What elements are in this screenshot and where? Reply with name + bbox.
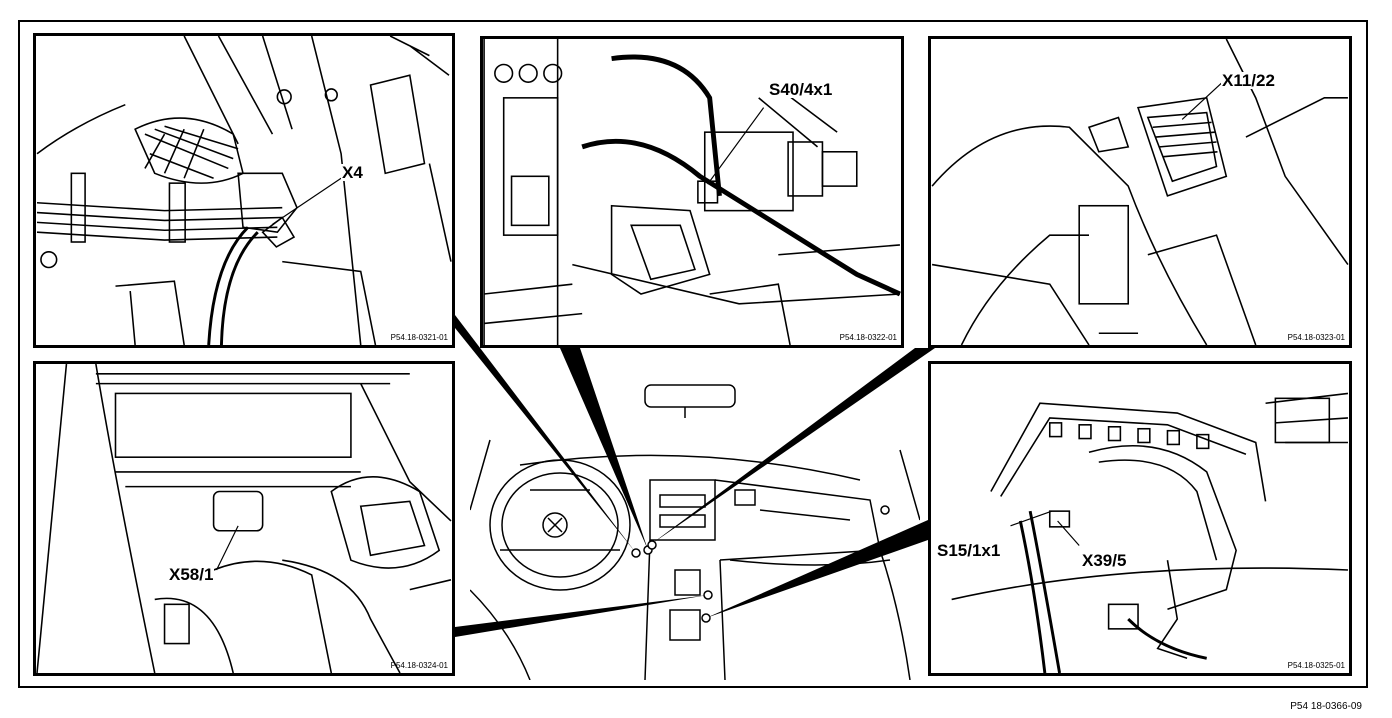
panel-x4-ref: P54.18-0321-01	[390, 333, 448, 342]
callout-s15-1x1: S15/1x1	[936, 541, 1002, 560]
panel-x58-ref: P54.18-0324-01	[390, 661, 448, 670]
dashboard-drawing	[469, 384, 921, 681]
panel-x11: X11/22 P54.18-0323-01	[928, 36, 1352, 348]
panel-s15: S15/1x1 X39/5 P54.18-0325-01	[928, 361, 1352, 676]
panel-s40: S40/4x1 P54.18-0322-01	[480, 36, 904, 348]
callout-s40-4x1: S40/4x1	[768, 80, 834, 99]
panel-s15-drawing	[951, 392, 1349, 673]
panel-x4: X4 P54.18-0321-01	[33, 33, 455, 348]
outer-frame	[18, 20, 1368, 688]
callout-x11-22: X11/22	[1221, 71, 1276, 90]
panel-s15-ref: P54.18-0325-01	[1287, 661, 1345, 670]
panel-x4-drawing	[36, 36, 452, 345]
panel-x11-drawing	[931, 39, 1349, 345]
panel-x58-drawing	[36, 364, 452, 673]
callout-x39-5: X39/5	[1081, 551, 1128, 570]
dashboard-overview	[469, 370, 921, 681]
sheet-reference: P54 18-0366-09	[1290, 701, 1362, 712]
callout-x58-1: X58/1	[168, 565, 215, 584]
callout-x4: X4	[341, 163, 364, 182]
panel-s40-ref: P54.18-0322-01	[839, 333, 897, 342]
panel-x58: X58/1 P54.18-0324-01	[33, 361, 455, 676]
panel-x11-ref: P54.18-0323-01	[1287, 333, 1345, 342]
panel-s40-drawing	[483, 39, 901, 345]
